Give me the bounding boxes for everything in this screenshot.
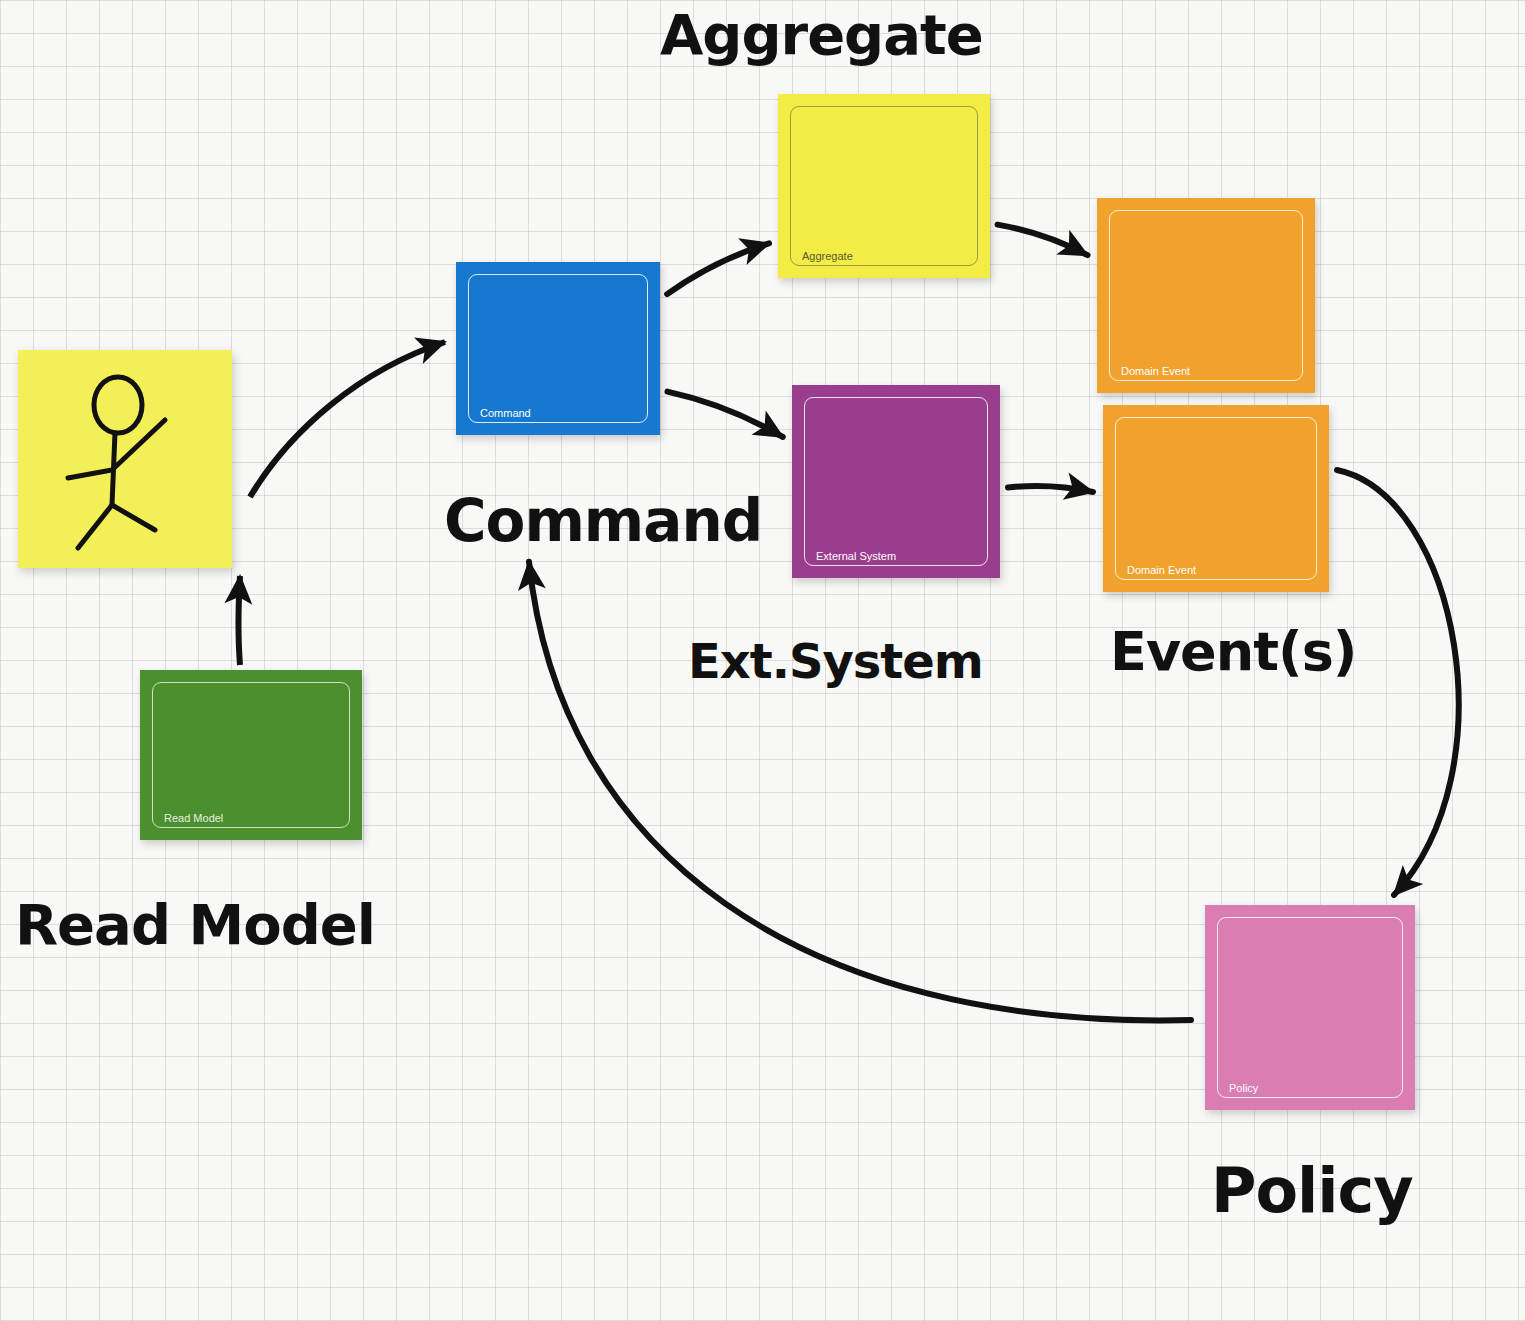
- sticky-note: Domain Event: [1103, 405, 1329, 592]
- handwritten-heading: Command: [444, 490, 762, 554]
- sticky-note: External SystemExt.System: [792, 385, 1000, 578]
- sticky-frame: [468, 274, 648, 423]
- sticky-frame: [1217, 917, 1403, 1098]
- flow-arrow: [667, 243, 769, 294]
- flow-arrow: [1008, 486, 1093, 492]
- sticky-frame: [804, 397, 988, 566]
- actor-sticky: [18, 350, 232, 568]
- flow-arrow: [1337, 470, 1459, 895]
- actor-arrow: [250, 342, 445, 497]
- sticky-frame: [790, 106, 978, 266]
- printed-label: Command: [480, 407, 531, 419]
- handwritten-heading: Aggregate: [660, 4, 983, 66]
- sticky-frame: [152, 682, 350, 828]
- flow-arrow: [667, 392, 782, 437]
- printed-label: Domain Event: [1127, 564, 1196, 576]
- handwritten-heading: Read Model: [15, 894, 375, 956]
- printed-label: Read Model: [164, 812, 223, 824]
- sticky-note: AggregateAggregate: [778, 94, 990, 278]
- flow-arrow: [529, 562, 1191, 1021]
- sticky-frame: [1109, 210, 1303, 381]
- stick-figure: [68, 377, 165, 548]
- sticky-note: CommandCommand: [456, 262, 660, 435]
- printed-label: Aggregate: [802, 250, 853, 262]
- handwritten-label: Event(s): [1110, 622, 1356, 681]
- handwritten-heading: Policy: [1211, 1157, 1413, 1225]
- printed-label: External System: [816, 550, 896, 562]
- sticky-note: PolicyPolicy: [1205, 905, 1415, 1110]
- printed-label: Policy: [1229, 1082, 1258, 1094]
- flow-arrow: [998, 225, 1088, 256]
- sticky-frame: [1115, 417, 1317, 580]
- sticky-note: Read ModelRead Model: [140, 670, 362, 840]
- handwritten-heading: Ext.System: [688, 635, 983, 688]
- read-model-arrow: [239, 576, 241, 665]
- printed-label: Domain Event: [1121, 365, 1190, 377]
- sticky-note: Domain Event: [1097, 198, 1315, 393]
